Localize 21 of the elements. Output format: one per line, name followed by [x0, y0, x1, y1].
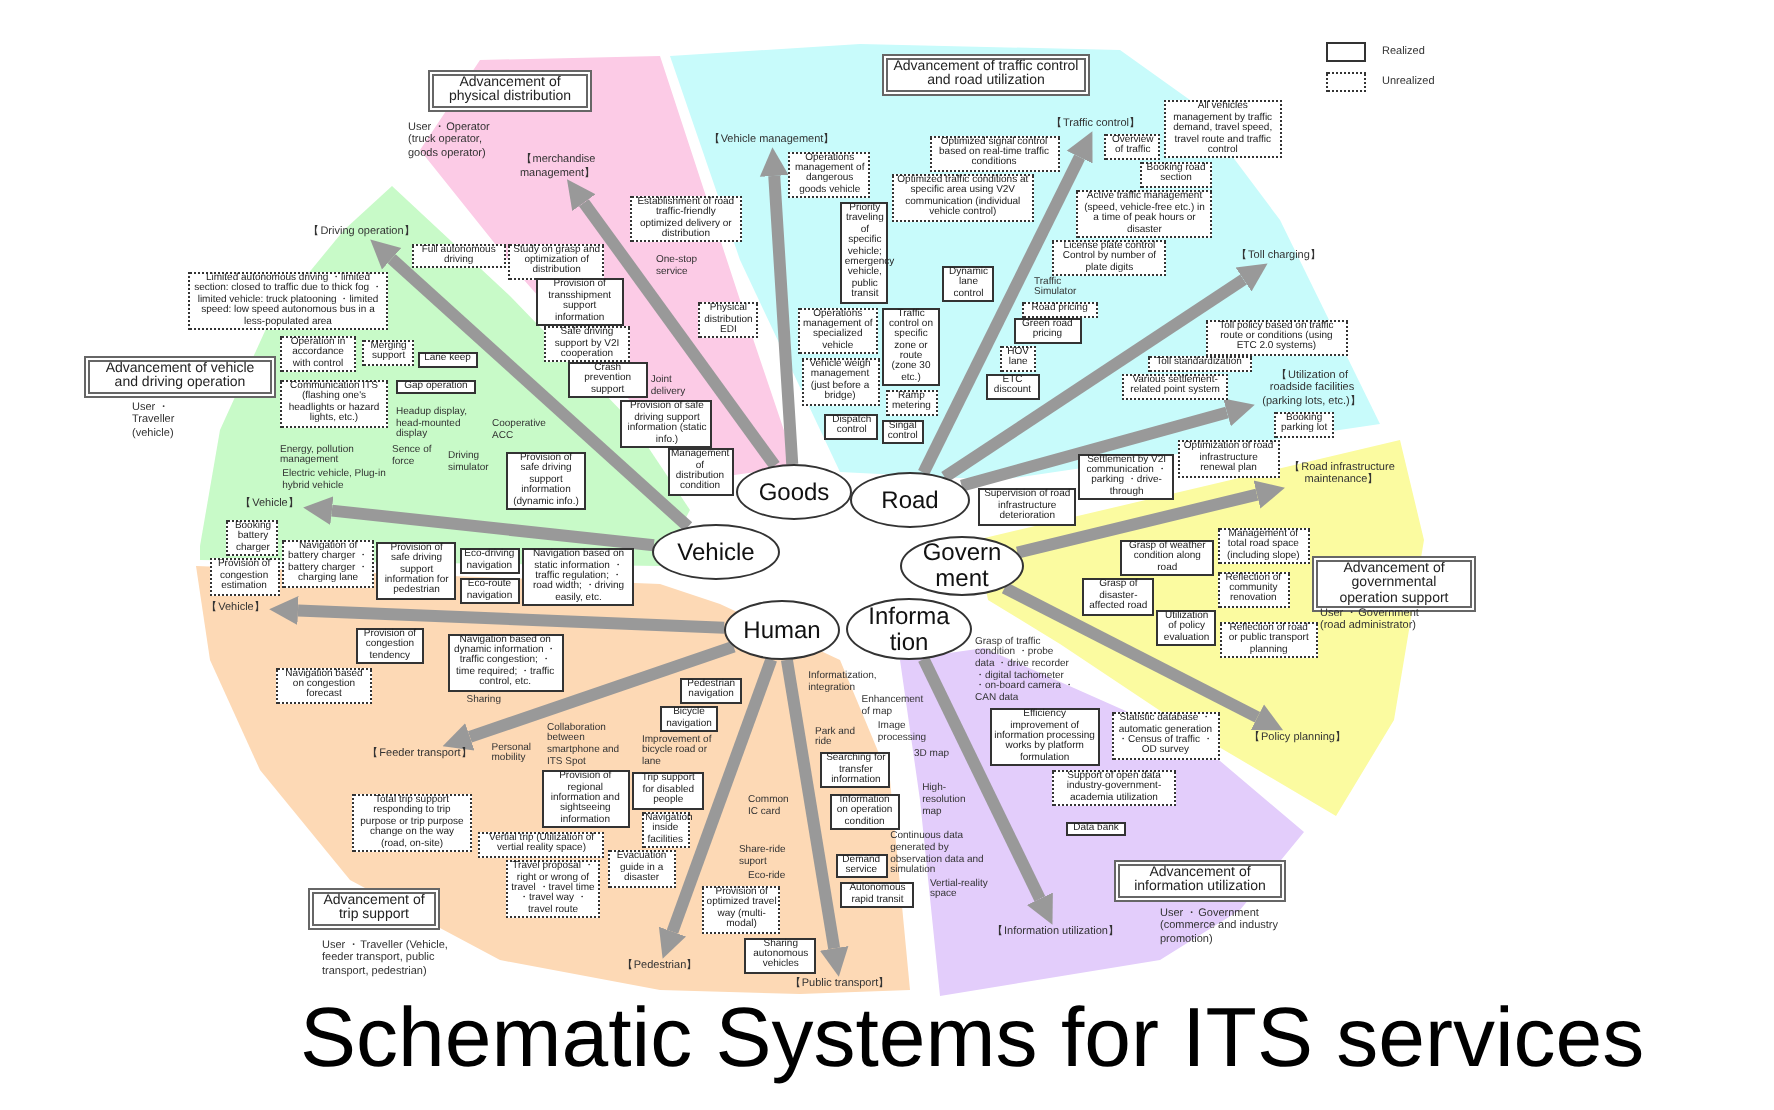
arrow	[780, 658, 849, 977]
category-ellipse: Informa tion	[846, 598, 972, 660]
arrow	[566, 179, 780, 470]
page-title: Schematic Systems for ITS services	[300, 996, 1645, 1080]
category-ellipse: Vehicle	[652, 524, 780, 580]
category-ellipse: Govern ment	[900, 536, 1024, 596]
arrow	[269, 596, 725, 634]
arrow	[1016, 480, 1285, 559]
arrow	[918, 656, 1053, 925]
arrow	[759, 147, 799, 465]
arrow	[303, 496, 655, 552]
arrow	[658, 657, 777, 959]
category-ellipse: Road	[850, 472, 970, 528]
arrow	[442, 640, 736, 751]
arrow	[941, 263, 1268, 483]
arrow	[960, 398, 1255, 492]
category-ellipse: Goods	[736, 464, 852, 520]
category-ellipse: Human	[724, 600, 840, 660]
arrow	[370, 239, 693, 532]
arrow	[918, 131, 1093, 476]
arrow	[1001, 582, 1284, 731]
